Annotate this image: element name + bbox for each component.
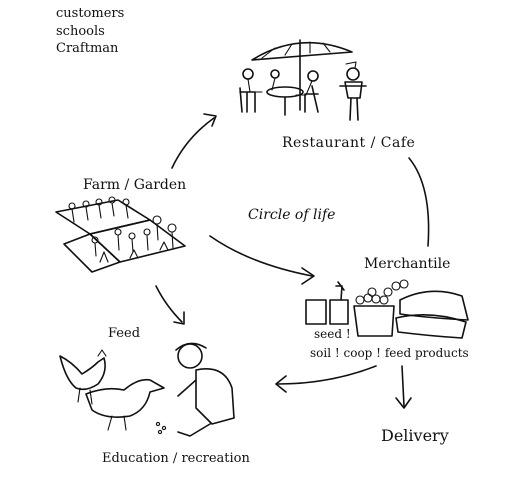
seed-grains xyxy=(155,421,167,435)
arrow-farm-to-restaurant xyxy=(171,117,215,169)
arrow-merchantile-to-delivery xyxy=(401,365,405,407)
egg-pile xyxy=(355,279,409,305)
list-item-schools: schools xyxy=(56,24,105,39)
arrow-merchantile-to-education xyxy=(277,365,377,385)
umbrella-canopy xyxy=(251,41,353,61)
merch-item-seed: seed ! xyxy=(314,327,351,341)
farmer xyxy=(177,343,203,369)
node-merchantile: Merchantile xyxy=(364,256,450,272)
garden-bed-3 xyxy=(63,233,121,273)
merch-item-soil-coop-feed: soil ! coop ! feed products xyxy=(310,346,469,360)
node-feed: Feed xyxy=(108,326,140,341)
garden-bed-2 xyxy=(89,219,186,263)
waiter xyxy=(346,67,360,81)
node-restaurant-cafe: Restaurant / Cafe xyxy=(282,135,415,151)
feed-sack-2 xyxy=(395,314,467,339)
audience-list: customers schools Craftman xyxy=(56,6,124,56)
chickens-farmer-illustration xyxy=(59,342,235,437)
list-item-customers: customers xyxy=(56,6,124,21)
rooster xyxy=(59,355,106,391)
cycle-arrows xyxy=(155,113,430,409)
node-delivery: Delivery xyxy=(381,426,449,445)
node-education-recreation: Education / recreation xyxy=(102,451,250,466)
arrow-farm-to-education xyxy=(155,285,183,323)
merchantile-illustration xyxy=(305,279,469,339)
center-label-circle-of-life: Circle of life xyxy=(248,207,335,223)
seed-bucket-2 xyxy=(329,299,349,325)
chair-right xyxy=(304,85,319,113)
arrow-restaurant-to-merchantile xyxy=(408,157,430,247)
garden-bed-1 xyxy=(55,199,151,235)
coop-basket xyxy=(353,305,395,337)
seated-person-2 xyxy=(307,70,319,82)
list-item-craftman: Craftman xyxy=(56,41,119,56)
restaurant-illustration xyxy=(239,39,367,121)
node-farm-garden: Farm / Garden xyxy=(83,177,186,193)
seated-person-1 xyxy=(242,68,254,80)
seed-bucket-1 xyxy=(305,299,327,325)
arrow-farm-to-merchantile xyxy=(209,235,313,277)
hen xyxy=(85,378,165,418)
garden-beds-illustration xyxy=(55,196,186,273)
